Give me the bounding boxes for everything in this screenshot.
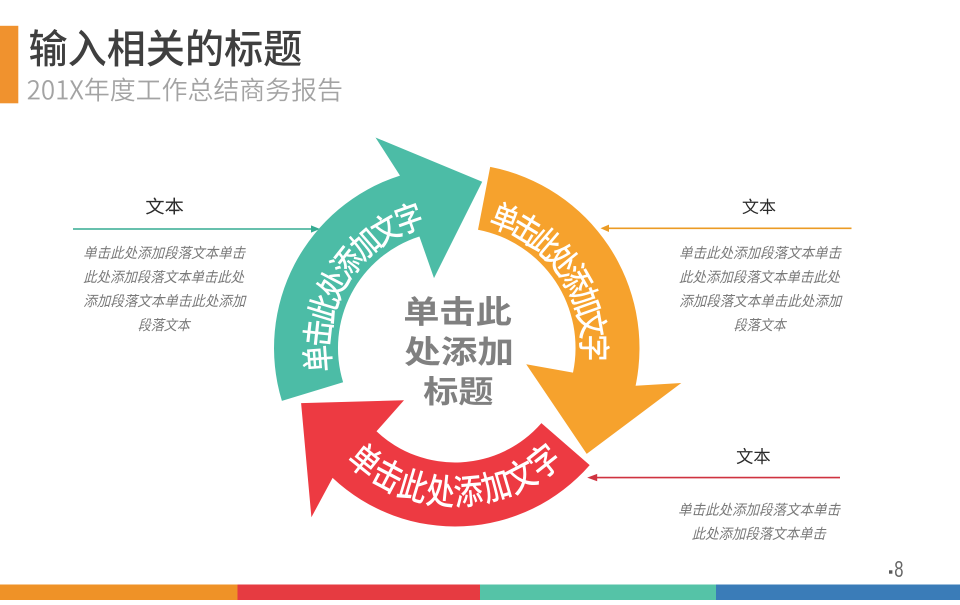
svg-text:8: 8 bbox=[894, 558, 903, 583]
